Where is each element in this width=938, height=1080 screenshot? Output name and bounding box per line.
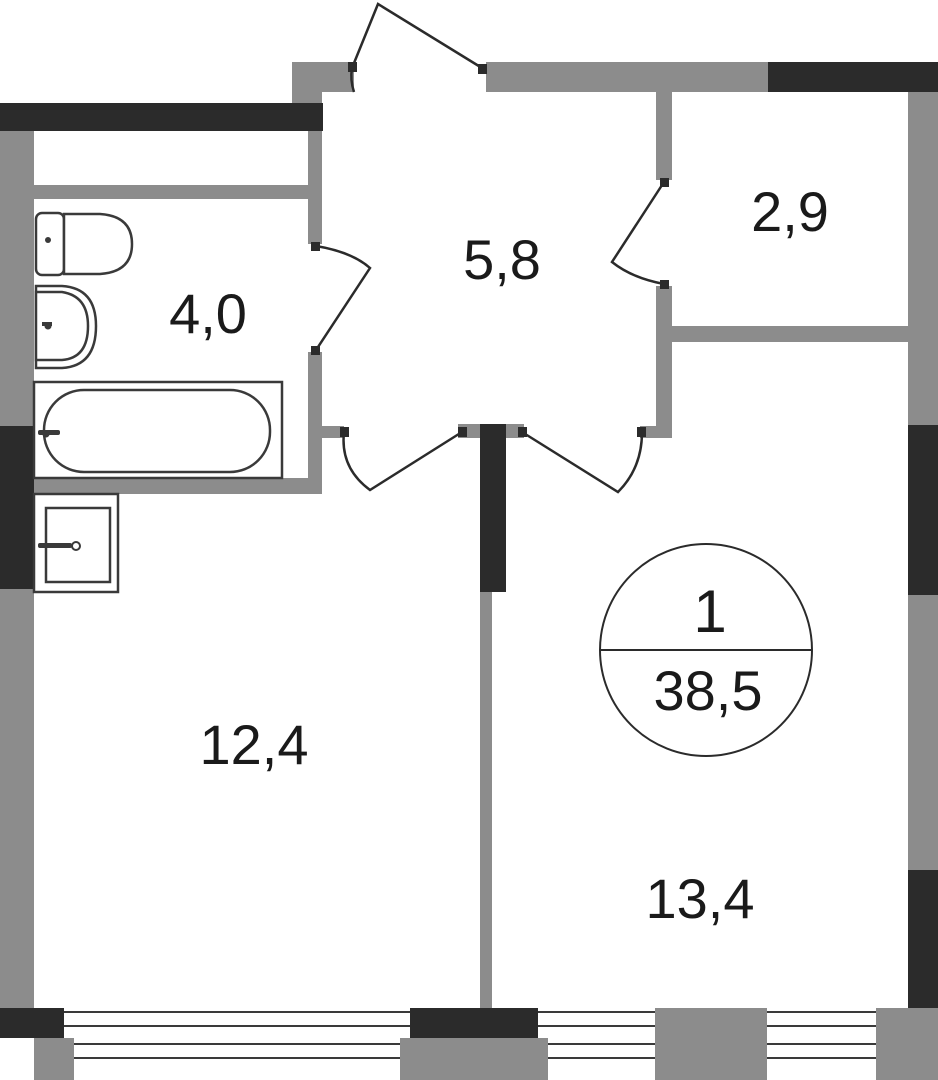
wall-left-lower <box>0 589 34 1010</box>
door-storage <box>610 178 669 289</box>
wall-top-right <box>768 62 938 92</box>
wall-hall-door-jamb-right <box>640 426 670 438</box>
wall-left-upper <box>0 131 34 426</box>
wall-bottom-pier <box>655 1008 767 1080</box>
wall-top-left <box>0 103 323 131</box>
doors <box>311 2 669 494</box>
door-bathroom <box>311 242 372 355</box>
wall-center-light <box>480 592 492 1010</box>
wall-entry-stub-left <box>292 62 322 103</box>
wall-top-middle <box>486 62 768 92</box>
wall-bath-right-upper <box>308 131 322 244</box>
wall-right-dark-1 <box>908 425 938 595</box>
area-labels: 4,0 5,8 2,9 12,4 13,4 <box>169 180 829 930</box>
room-area-hallway: 5,8 <box>463 228 541 291</box>
wall-bottom-dark-left <box>0 1008 64 1038</box>
sink-icon <box>34 284 98 370</box>
bathroom-fixtures <box>32 211 284 480</box>
door-entrance <box>348 2 487 93</box>
wall-bottom-right <box>876 1008 938 1080</box>
windows <box>64 1011 876 1059</box>
wall-bottom-light-left <box>34 1038 74 1080</box>
room-area-kitchen: 12,4 <box>200 713 309 776</box>
door-kitchen <box>340 427 467 492</box>
wall-hall-right-upper <box>656 92 672 180</box>
wall-bath-door-jamb <box>322 426 344 438</box>
wall-bath-bottom <box>34 478 322 494</box>
wall-right-upper <box>908 92 938 425</box>
toilet-icon <box>34 211 134 277</box>
wall-hall-right-lower <box>656 286 672 438</box>
apartment-badge: 1 38,5 <box>599 543 813 757</box>
wall-bottom-dark-center <box>410 1008 538 1038</box>
wall-storage-bottom <box>672 326 908 342</box>
wall-right-middle <box>908 595 938 870</box>
room-area-living-room: 13,4 <box>646 867 755 930</box>
bathtub-icon <box>32 380 284 480</box>
wall-bath-top <box>34 185 308 199</box>
wall-bottom-light-center <box>400 1038 548 1080</box>
wall-bath-right-lower <box>308 352 322 490</box>
door-living-room <box>518 427 646 494</box>
room-area-storage: 2,9 <box>751 180 829 243</box>
wall-left-dark <box>0 426 34 589</box>
walls <box>0 62 938 1080</box>
total-area: 38,5 <box>654 659 763 722</box>
room-area-bathroom: 4,0 <box>169 282 247 345</box>
rooms-count: 1 <box>693 578 726 645</box>
kitchen-sink-icon <box>32 492 120 594</box>
wall-center-dark <box>480 424 506 592</box>
